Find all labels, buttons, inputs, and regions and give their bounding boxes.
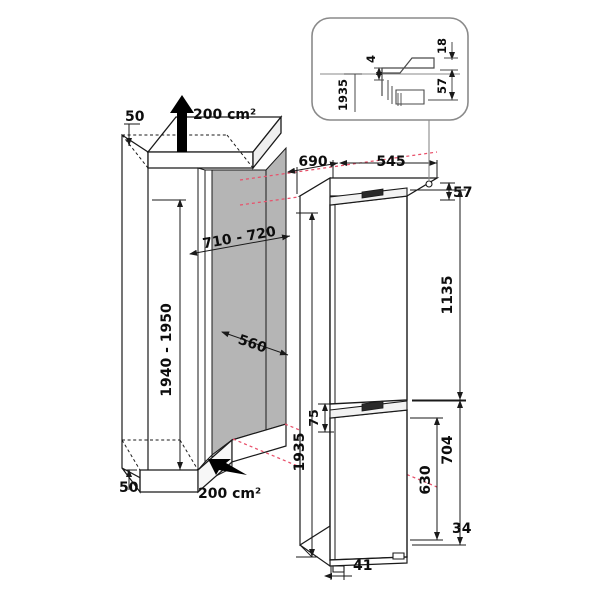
dim-door-gap (318, 403, 334, 433)
niche-height-label: 1940 - 1950 (159, 303, 175, 397)
detail-inner-edges (387, 80, 393, 104)
lower-door-outer-label: 704 (440, 435, 456, 464)
lower-door-inner-label: 630 (418, 465, 434, 494)
detail-callout: 1935 4 18 57 (311, 17, 469, 182)
dim-niche-height (152, 199, 186, 471)
niche-interior-back-wall (211, 169, 267, 456)
detail-dim-gap (374, 67, 384, 81)
rear-foot (392, 552, 405, 560)
projection-lines (232, 151, 438, 488)
upper-door-height-label: 1135 (440, 276, 456, 315)
appliance-view: 690 545 57 1135 (287, 154, 472, 580)
niche-left-jamb-outer (197, 167, 206, 472)
dim-niche-width (221, 331, 289, 356)
niche-interior-right-wall (265, 146, 287, 442)
projection-line-bottom (232, 438, 301, 468)
dim-depth-body (339, 160, 438, 178)
front-foot (332, 565, 345, 573)
detail-dim-hinge (428, 69, 458, 101)
detail-height-label: 1935 (336, 79, 350, 111)
plinth-height-label: 34 (452, 521, 472, 537)
niche-left-side-panel (121, 133, 149, 484)
dim-niche-depth (189, 234, 291, 256)
niche-top-slab-front (147, 151, 254, 169)
dim-lower-door-outer (412, 400, 466, 546)
appliance-left-side (299, 176, 331, 547)
bottom-gap-label: 50 (119, 480, 139, 496)
dim-lower-door-inner (410, 417, 443, 541)
airflow-out-arrow (170, 95, 194, 152)
total-height-label: 1935 (292, 433, 308, 472)
dim-total-height (296, 212, 318, 558)
dim-upper-door-height (410, 189, 466, 401)
upper-door-handle[interactable] (361, 188, 384, 199)
dim-depth-total (287, 160, 339, 194)
detail-overlap-label: 18 (435, 38, 449, 54)
niche-left-jamb (204, 169, 213, 464)
airflow-in-arrow (208, 459, 247, 475)
upper-door-front (329, 195, 408, 405)
lower-door-hinge-edge (329, 417, 336, 560)
dim-top-gap (124, 123, 140, 146)
detail-door-top (395, 89, 425, 105)
top-gap-label: 50 (125, 109, 145, 125)
lower-door-handle[interactable] (361, 400, 384, 412)
appliance-plinth (329, 556, 408, 567)
appliance-floor-edge (299, 544, 331, 567)
dim-bottom-gap (123, 469, 137, 490)
bottom-vent-label: 200 cm² (198, 486, 261, 502)
niche-outer-shell (121, 133, 149, 484)
niche-top-slab (146, 115, 283, 170)
niche-top-slab-side (252, 115, 282, 170)
niche-view: 200 cm² 200 cm² 50 50 (119, 95, 291, 502)
detail-hinge-label: 57 (435, 78, 449, 94)
top-vent-label: 200 cm² (193, 107, 256, 123)
niche-base-hidden-edges (121, 439, 199, 471)
detail-dim-height (344, 73, 362, 112)
top-offset-label: 57 (453, 185, 472, 201)
total-height-extension (299, 544, 313, 558)
depth-body-label: 545 (376, 154, 405, 170)
door-gap-label: 75 (306, 409, 321, 426)
foot-offset-label: 41 (353, 558, 372, 574)
detail-dim-overlap (444, 42, 458, 60)
depth-total-label: 690 (298, 154, 327, 170)
detail-door-gap-lines (397, 93, 402, 106)
dim-foot-offset (324, 566, 352, 580)
lower-door-front (329, 409, 408, 561)
dim-top-offset (440, 182, 455, 201)
upper-door-hinge-edge (329, 204, 336, 404)
detail-gap-label: 4 (364, 55, 378, 63)
